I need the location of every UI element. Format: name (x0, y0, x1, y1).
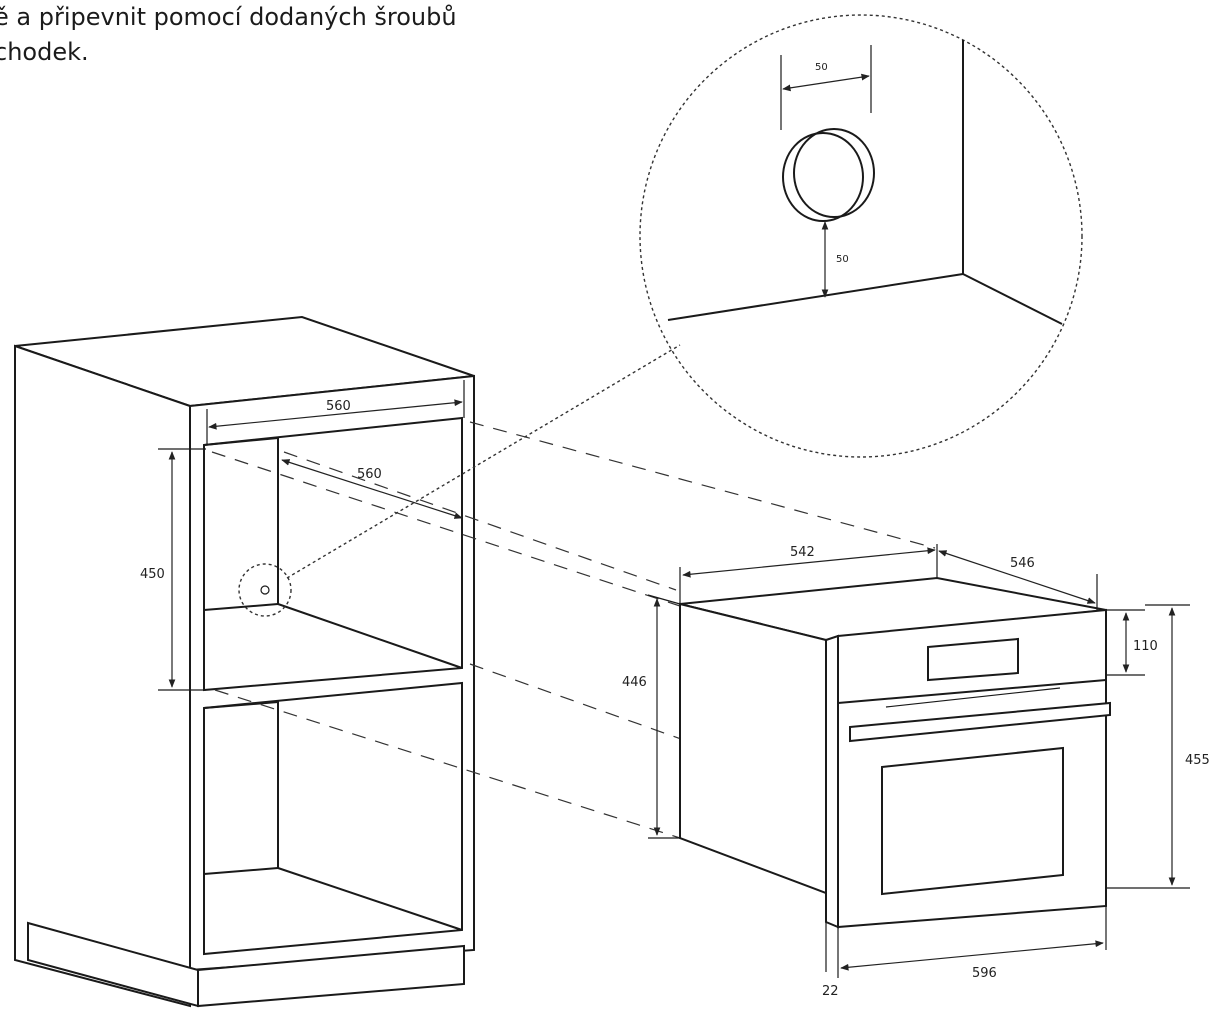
oven-front-edge (825, 634, 839, 929)
oven-body-side (679, 602, 827, 895)
door-handle (849, 701, 1111, 743)
dim-detail-horizontal: 50 (815, 62, 828, 73)
upper-niche-floor-diagonal (277, 603, 463, 669)
dim-detail-vertical: 50 (836, 254, 849, 265)
dim-oven-side-line (938, 550, 1096, 604)
cabinet-plinth-front (197, 944, 465, 1008)
upper-niche-opening (203, 416, 463, 692)
guide-top-front (211, 451, 681, 607)
dim-cabinet-height: 450 (140, 567, 165, 582)
dim-cabinet-depth: 560 (357, 467, 382, 482)
detail-screw-rim (793, 128, 875, 218)
instruction-line-2: chodek. (0, 38, 89, 66)
oven-window (881, 746, 1064, 896)
dim-oven-depth: 542 (790, 545, 815, 560)
guide-bottom (214, 689, 681, 839)
guide-top-inner (283, 451, 677, 591)
upper-niche-floor-left (203, 603, 279, 611)
detail-screw-head-icon (782, 132, 864, 222)
oven-display (927, 637, 1019, 682)
lower-niche-floor-diagonal (277, 867, 463, 931)
handle-slot (885, 687, 1061, 708)
detail-h-dim-line (782, 73, 870, 92)
guide-top-rear (469, 421, 936, 549)
lower-niche-floor-left (203, 867, 279, 875)
dim-depth-line (281, 459, 463, 519)
oven: 542 546 446 110 455 596 22 (622, 544, 1210, 999)
cabinet-left-side (14, 344, 191, 1008)
dim-front-width-line (840, 940, 1104, 971)
dim-oven-total-height: 455 (1185, 753, 1210, 768)
detail-floor-side (962, 273, 1063, 325)
dim-front-offset: 22 (822, 984, 839, 999)
fixing-hole-icon (260, 585, 270, 595)
dim-cabinet-width: 560 (326, 399, 351, 414)
lower-niche-opening (203, 681, 463, 956)
detail-highlight-circle (238, 563, 292, 617)
dim-oven-front-width: 596 (972, 966, 997, 981)
lower-niche-back-edge (203, 700, 279, 868)
dim-oven-body-height: 446 (622, 675, 647, 690)
detail-circle (639, 14, 1083, 458)
instruction-text: ě a připevnit pomocí dodaných šroubů cho… (0, 0, 457, 70)
detail-floor-front (667, 273, 964, 321)
dim-control-panel-height: 110 (1133, 639, 1158, 654)
dim-oven-depth-line (682, 547, 936, 578)
detail-leader-line (286, 344, 681, 579)
cabinet: 560 560 450 (14, 315, 475, 1008)
dim-446-ext-top (647, 594, 681, 605)
dim-oven-side-depth: 546 (1010, 556, 1035, 571)
upper-niche-back-edge (203, 436, 279, 604)
detail-view: 50 50 (639, 14, 1083, 458)
control-panel-divider (837, 679, 1107, 704)
instruction-line-1: ě a připevnit pomocí dodaných šroubů (0, 3, 457, 31)
dim-width-line (208, 399, 463, 430)
